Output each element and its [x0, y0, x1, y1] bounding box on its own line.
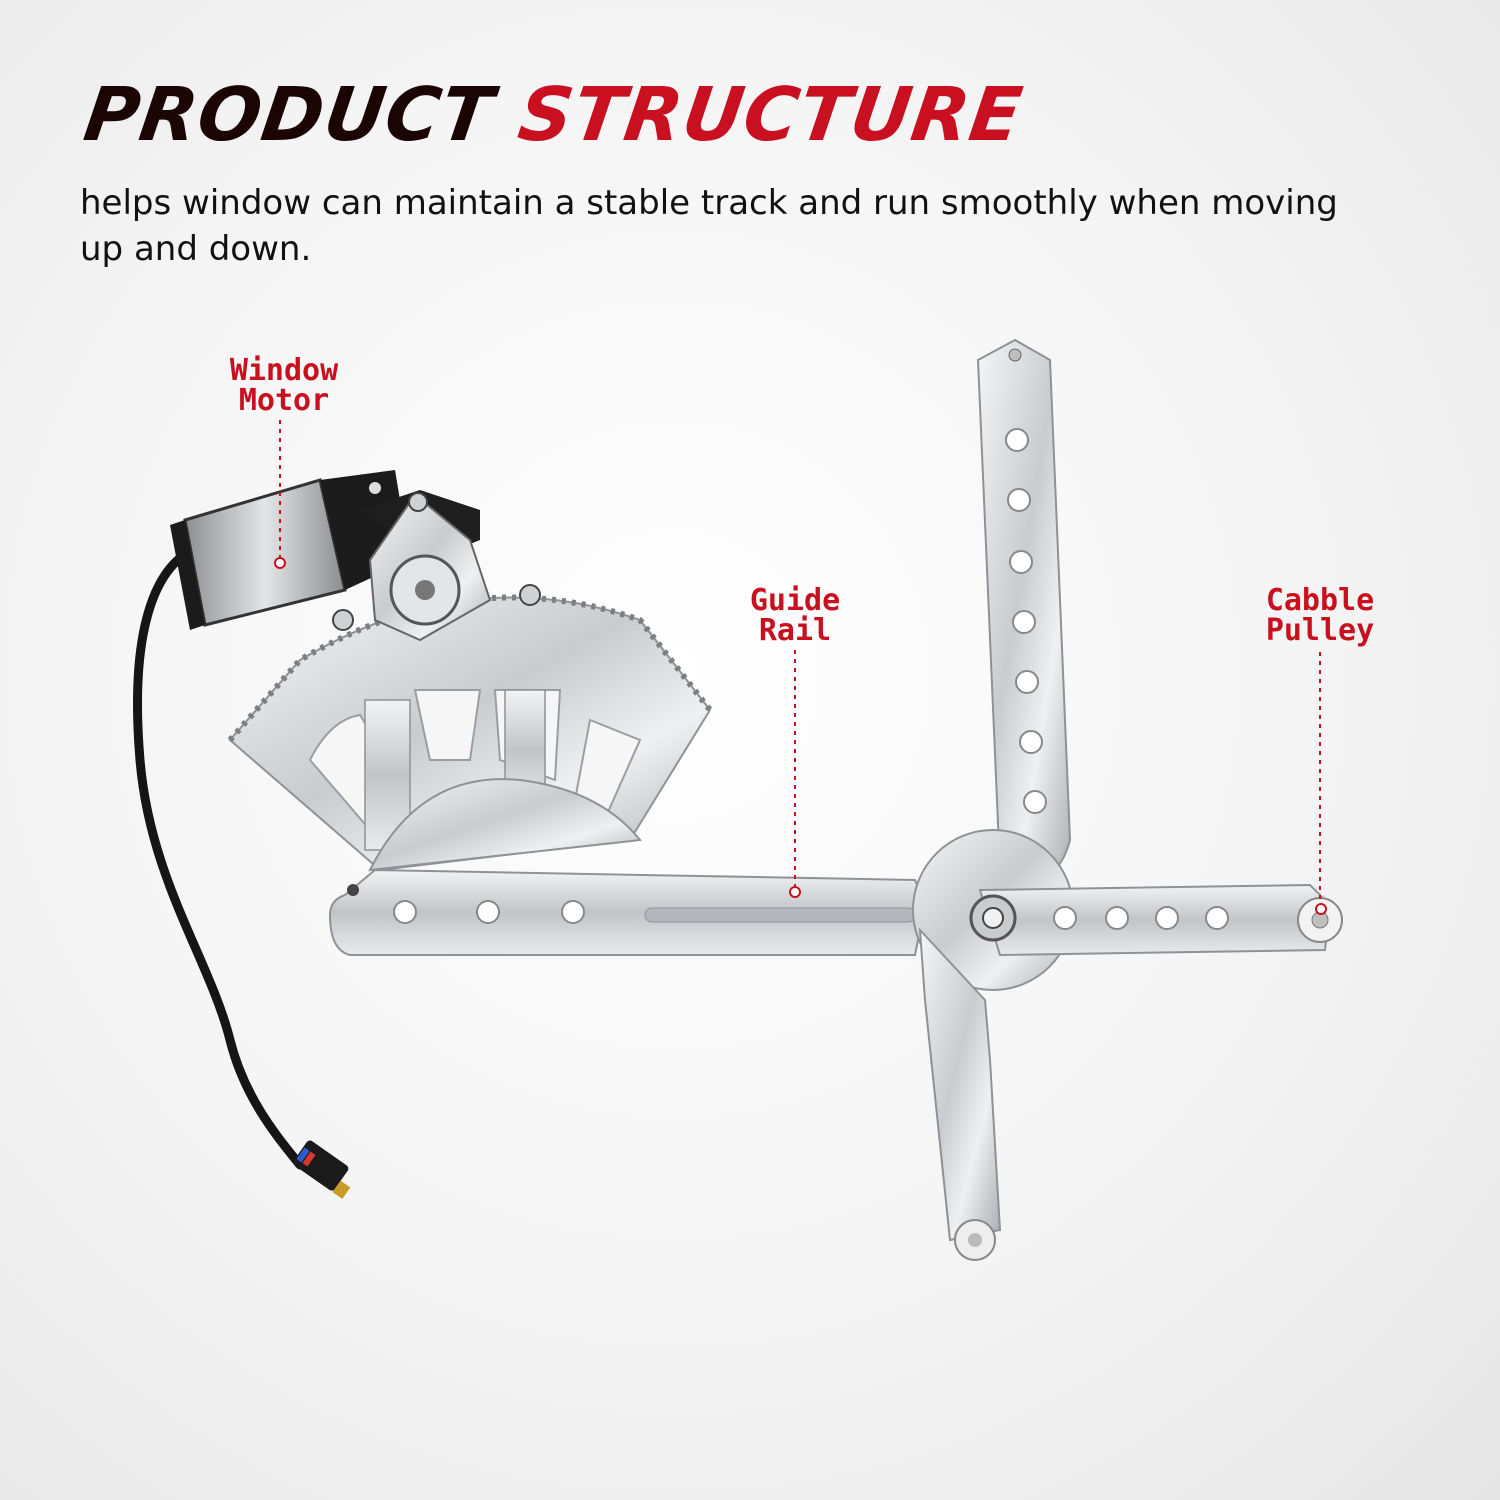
callout-dots: [274, 557, 1327, 915]
subtitle: helps window can maintain a stable track…: [80, 183, 1338, 269]
pulley-arm: [969, 883, 1332, 957]
callout-guide-rail: Guide Rail: [735, 586, 855, 646]
window-motor: [170, 470, 541, 642]
guide-rail: [328, 868, 927, 956]
motor-wire: [133, 540, 305, 1170]
callout-leaders: [279, 420, 1321, 908]
callout-window-motor: Window Motor: [214, 356, 354, 416]
sector-gear: [227, 594, 713, 872]
callout-cable-pulley-line2: Pulley: [1265, 613, 1375, 648]
callout-cable-pulley: Cabble Pulley: [1250, 586, 1390, 646]
cable-pulley: [1297, 897, 1343, 943]
callout-cable-pulley-line1: Cabble: [1265, 583, 1375, 618]
wire-connector: [293, 1140, 351, 1199]
lift-arm: [912, 338, 1074, 1261]
callout-guide-rail-line2: Rail: [758, 613, 832, 648]
callout-window-motor-line2: Motor: [238, 383, 330, 418]
callout-window-motor-line1: Window: [229, 353, 339, 388]
callout-guide-rail-line1: Guide: [749, 583, 841, 618]
